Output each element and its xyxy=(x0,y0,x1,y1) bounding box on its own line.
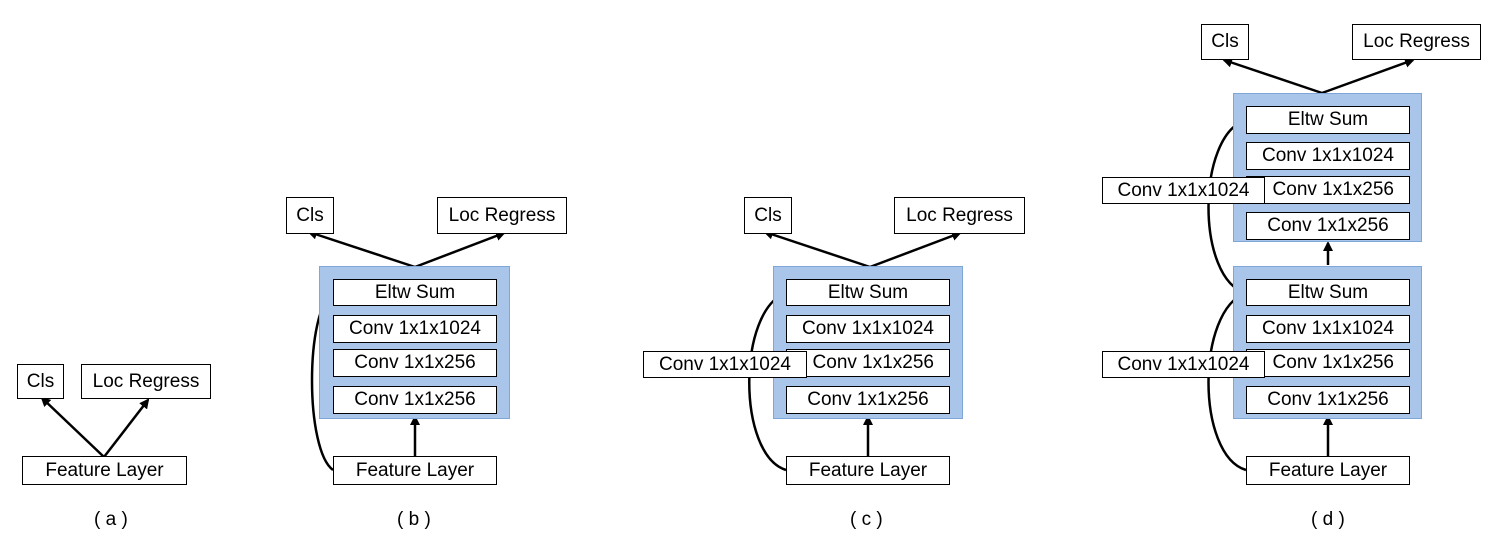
c-cls-box: Cls xyxy=(744,197,792,234)
c-loc-regress-box: Loc Regress xyxy=(894,197,1025,234)
d-top-eltw-sum-box: Eltw Sum xyxy=(1246,106,1410,134)
d-top-conv-1024-box: Conv 1x1x1024 xyxy=(1246,142,1410,170)
b-caption: ( b ) xyxy=(397,509,431,530)
d-feature-layer-box: Feature Layer xyxy=(1246,456,1410,485)
b-loc-regress-box: Loc Regress xyxy=(437,197,567,234)
c-conv-1024-box: Conv 1x1x1024 xyxy=(786,315,950,343)
b-conv-1024-box: Conv 1x1x1024 xyxy=(333,315,497,343)
c-arrow-loc xyxy=(869,231,962,269)
b-eltw-sum-box: Eltw Sum xyxy=(333,279,497,306)
b-conv-256a-box: Conv 1x1x256 xyxy=(333,349,497,377)
c-skip-curve xyxy=(748,291,787,472)
a-arrow-cls xyxy=(40,396,105,458)
a-cls-box: Cls xyxy=(17,364,64,399)
c-caption: ( c ) xyxy=(850,509,883,530)
c-conv-256a-box: Conv 1x1x256 xyxy=(786,349,950,377)
d-loc-regress-box: Loc Regress xyxy=(1352,24,1481,60)
a-feature-layer-box: Feature Layer xyxy=(22,456,187,485)
a-loc-regress-box: Loc Regress xyxy=(81,364,211,399)
c-shortcut-conv-box: Conv 1x1x1024 xyxy=(643,351,807,378)
a-arrow-loc xyxy=(103,398,150,458)
b-feature-layer-box: Feature Layer xyxy=(333,456,497,485)
d-top-conv-256b-box: Conv 1x1x256 xyxy=(1246,212,1410,240)
c-conv-256b-box: Conv 1x1x256 xyxy=(786,386,950,414)
b-conv-256b-box: Conv 1x1x256 xyxy=(333,386,497,414)
b-cls-box: Cls xyxy=(286,197,334,234)
b-arrow-loc xyxy=(414,231,506,269)
d-bottom-conv-256a-box: Conv 1x1x256 xyxy=(1246,349,1410,377)
a-caption: ( a ) xyxy=(94,509,128,530)
d-caption: ( d ) xyxy=(1311,509,1345,530)
b-arrow-cls xyxy=(307,229,416,269)
d-arrow-loc xyxy=(1321,58,1415,95)
d-bottom-conv-256b-box: Conv 1x1x256 xyxy=(1246,386,1410,414)
c-arrow-cls xyxy=(763,229,871,269)
d-top-conv-256a-box: Conv 1x1x256 xyxy=(1246,176,1410,204)
d-skip-curve-top xyxy=(1207,118,1247,295)
d-bottom-eltw-sum-box: Eltw Sum xyxy=(1246,279,1410,306)
c-eltw-sum-box: Eltw Sum xyxy=(786,279,950,306)
c-feature-layer-box: Feature Layer xyxy=(786,456,950,485)
d-top-shortcut-conv-box: Conv 1x1x1024 xyxy=(1102,177,1265,204)
d-cls-box: Cls xyxy=(1201,24,1249,60)
d-bottom-shortcut-conv-box: Conv 1x1x1024 xyxy=(1102,351,1265,378)
d-arrow-cls xyxy=(1222,57,1323,95)
d-skip-curve-bottom xyxy=(1207,291,1247,472)
d-bottom-conv-1024-box: Conv 1x1x1024 xyxy=(1246,315,1410,343)
